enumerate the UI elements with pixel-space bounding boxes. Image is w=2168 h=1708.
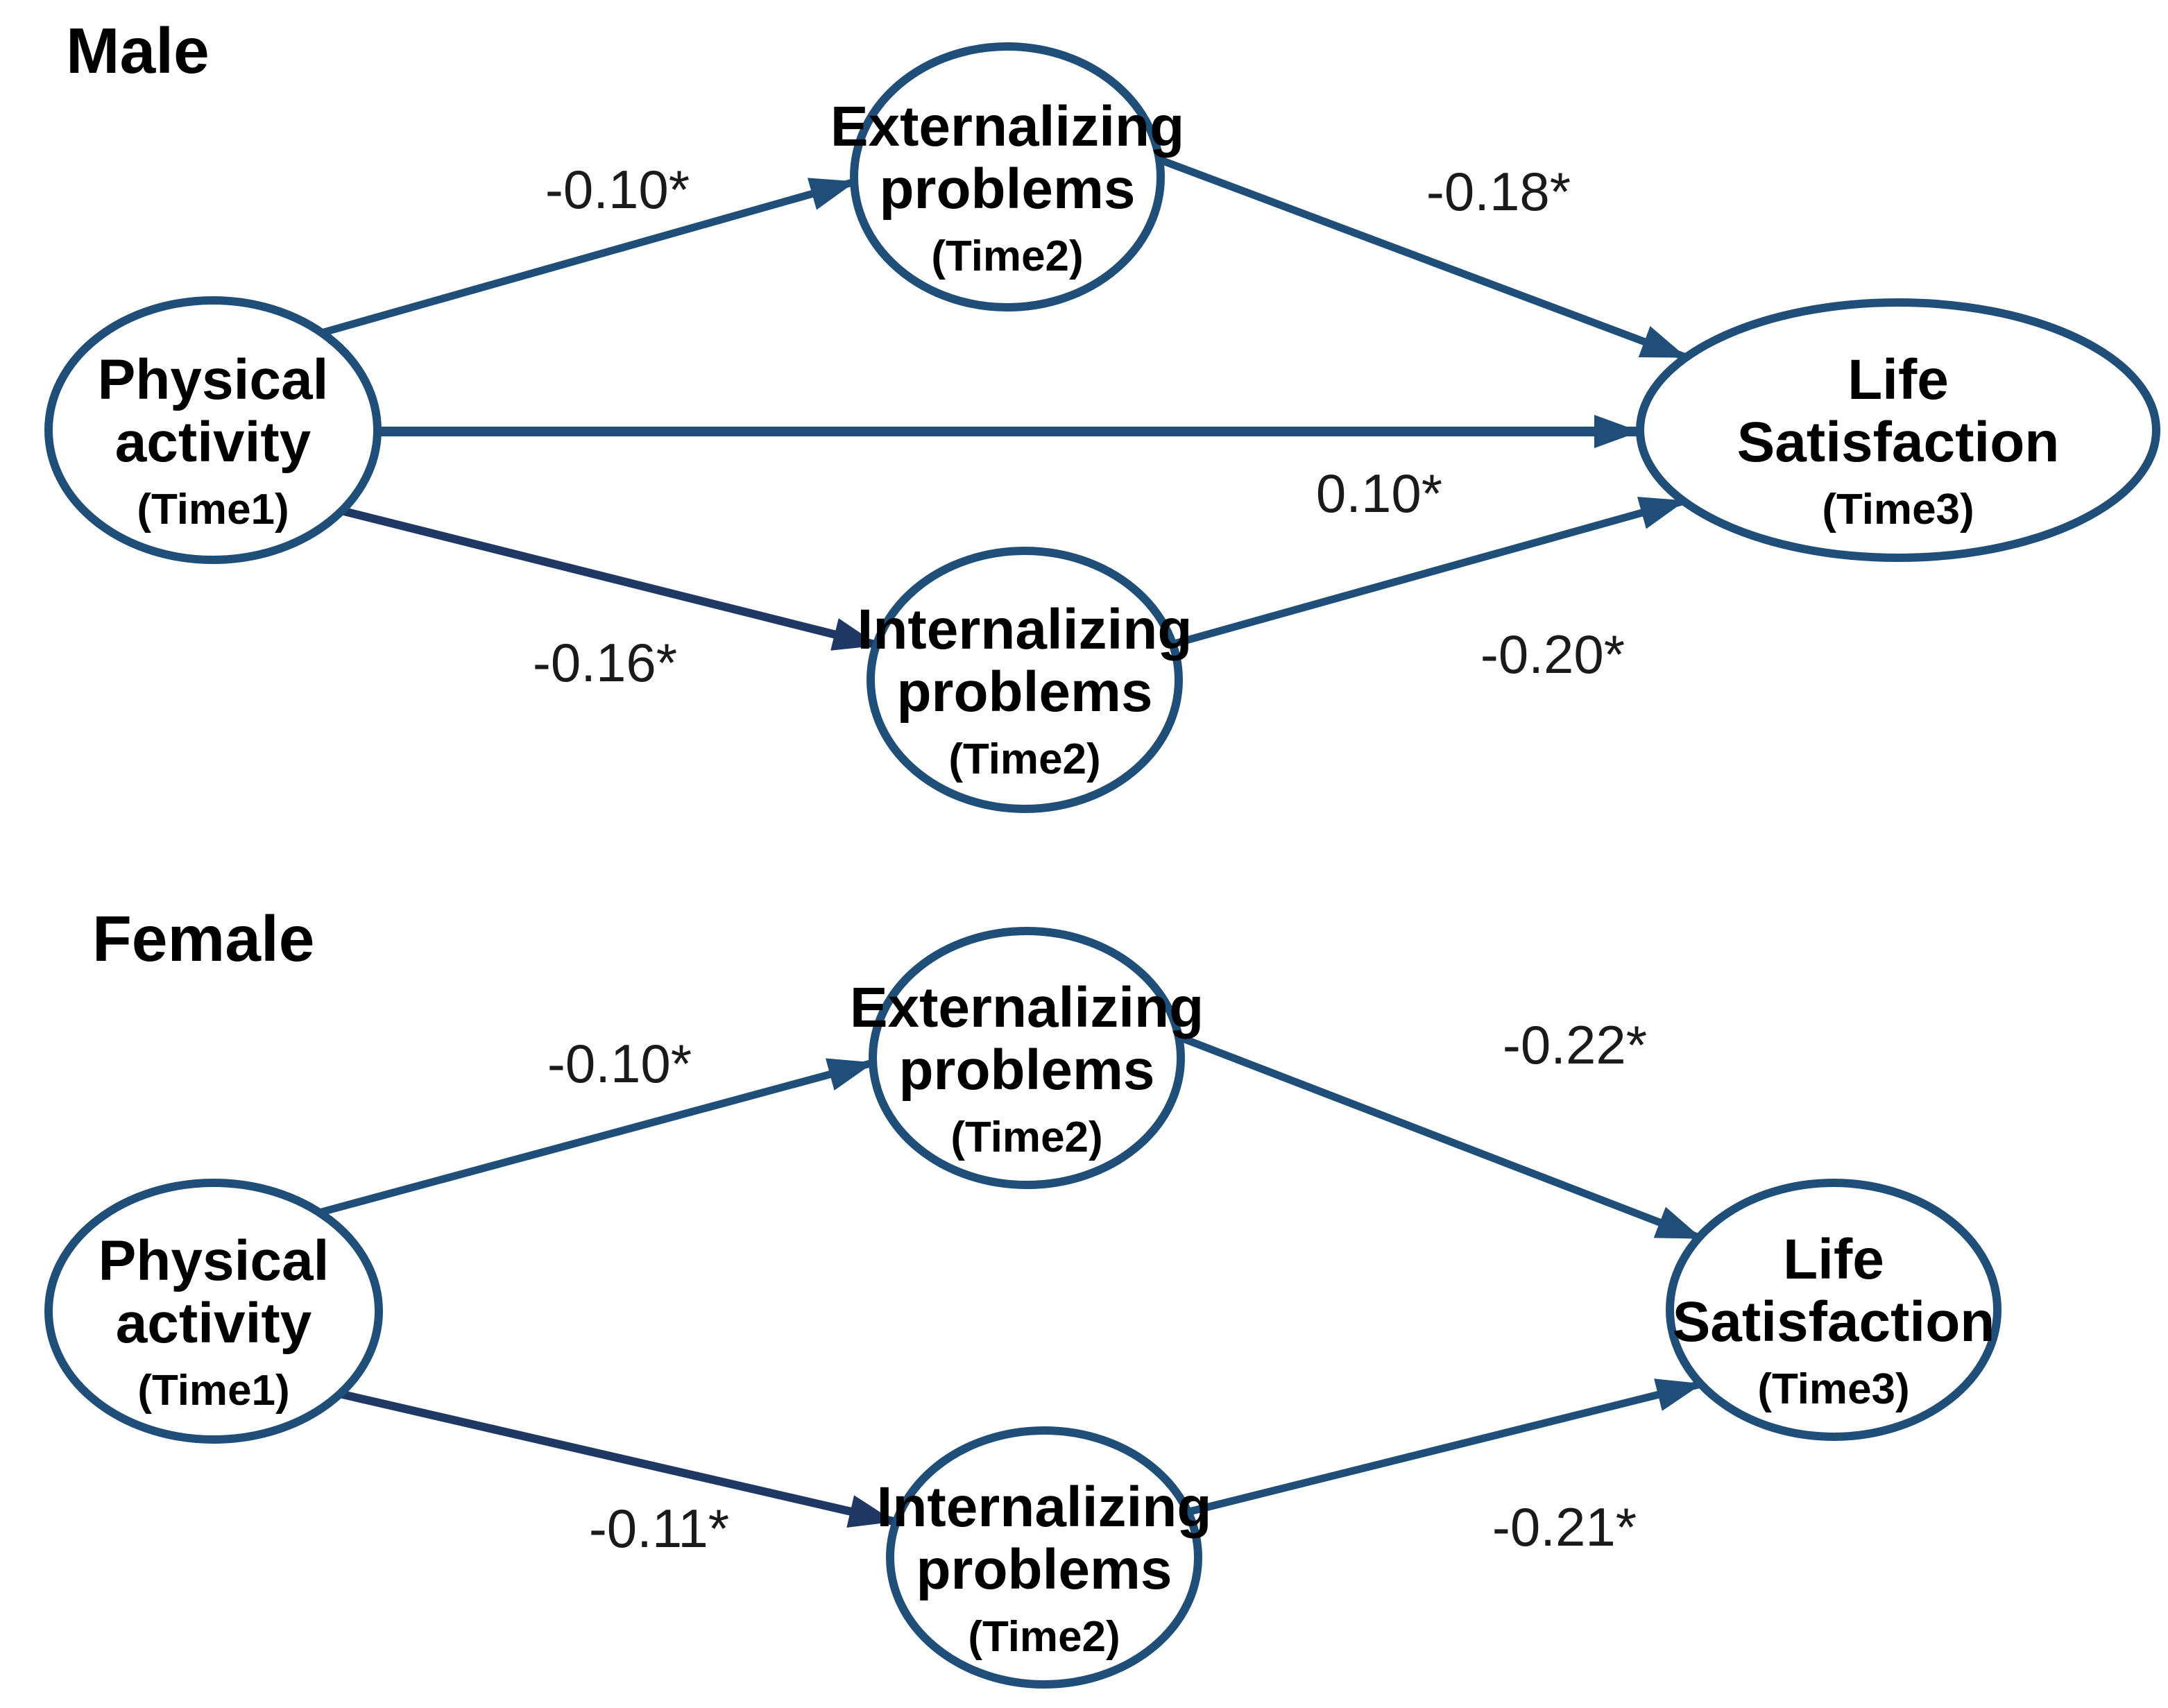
male-coef-pa-to-externalizing: -0.10* [545,159,690,220]
female-internalizing-line2: problems [916,1538,1172,1601]
female-externalizing-line2: problems [898,1039,1154,1102]
male-externalizing-line1: Externalizing [830,95,1184,158]
female-life-satisfaction-line1: Life [1783,1228,1884,1291]
male-internalizing-time: (Time2) [948,735,1100,783]
male-coef-pa-to-internalizing: -0.16* [533,632,677,693]
male-arrow-internalizing-to-ls [1172,497,1686,648]
female-node-life-satisfaction: Life Satisfaction (Time3) [1666,1179,2001,1441]
female-diagram: Female -0.10* -0.22* -0.11* -0.21* Physi… [44,903,2001,1689]
female-arrow-pa-to-internalizing [335,1389,895,1528]
male-internalizing-line2: problems [896,660,1152,724]
male-coef-pa-to-ls-direct: 0.10* [1316,463,1442,524]
male-node-internalizing: Internalizing problems (Time2) [857,547,1193,813]
male-internalizing-line1: Internalizing [857,598,1193,661]
female-physical-activity-line2: activity [116,1292,312,1355]
female-coef-externalizing-to-ls: -0.22* [1503,1014,1647,1075]
female-life-satisfaction-ellipse [1666,1179,2001,1441]
female-node-physical-activity: Physical activity (Time1) [44,1179,383,1444]
male-physical-activity-line1: Physical [98,348,329,411]
female-externalizing-time: (Time2) [950,1113,1102,1161]
male-internalizing-ellipse [867,547,1183,813]
male-physical-activity-ellipse [44,296,382,564]
male-coef-internalizing-to-ls: -0.20* [1480,624,1625,685]
male-node-life-satisfaction: Life Satisfaction (Time3) [1636,298,2160,562]
female-physical-activity-line1: Physical [99,1229,330,1292]
female-coef-internalizing-to-ls: -0.21* [1492,1496,1637,1557]
female-life-satisfaction-line2: Satisfaction [1673,1290,1995,1353]
female-externalizing-ellipse [869,927,1185,1189]
male-externalizing-line2: problems [879,157,1135,221]
female-internalizing-line1: Internalizing [877,1476,1212,1539]
female-arrow-internalizing-to-ls [1185,1378,1702,1517]
male-arrow-pa-to-internalizing [337,506,879,651]
female-coef-pa-to-externalizing: -0.10* [547,1033,692,1094]
female-internalizing-time: (Time2) [968,1613,1120,1661]
female-externalizing-line1: Externalizing [850,976,1204,1039]
male-life-satisfaction-time: (Time3) [1822,486,1974,533]
male-life-satisfaction-ellipse [1636,298,2160,562]
female-node-externalizing: Externalizing problems (Time2) [850,927,1204,1189]
male-physical-activity-line2: activity [115,411,311,474]
male-life-satisfaction-line2: Satisfaction [1737,411,2060,474]
male-externalizing-time: (Time2) [931,232,1083,280]
male-externalizing-ellipse [850,42,1165,311]
male-title: Male [66,15,210,87]
male-node-physical-activity: Physical activity (Time1) [44,296,382,564]
male-diagram: Male -0.10* -0.18* 0.10* -0.16* -0.20* P… [44,15,2160,813]
male-life-satisfaction-line1: Life [1847,348,1949,411]
male-arrow-externalizing-to-ls [1158,155,1687,361]
male-coef-externalizing-to-ls: -0.18* [1426,161,1571,222]
female-node-internalizing: Internalizing problems (Time2) [877,1426,1212,1689]
male-physical-activity-time: (Time1) [137,486,289,533]
male-node-externalizing: Externalizing problems (Time2) [830,42,1184,311]
female-coef-pa-to-internalizing: -0.11* [589,1498,729,1559]
female-title: Female [92,903,315,975]
female-arrow-externalizing-to-ls [1178,1033,1702,1242]
female-physical-activity-ellipse [44,1179,383,1444]
female-physical-activity-time: (Time1) [137,1367,289,1415]
male-arrow-pa-to-externalizing [320,178,856,337]
female-internalizing-ellipse [886,1426,1202,1689]
female-life-satisfaction-time: (Time3) [1757,1365,1909,1413]
female-arrow-pa-to-externalizing [318,1058,874,1217]
